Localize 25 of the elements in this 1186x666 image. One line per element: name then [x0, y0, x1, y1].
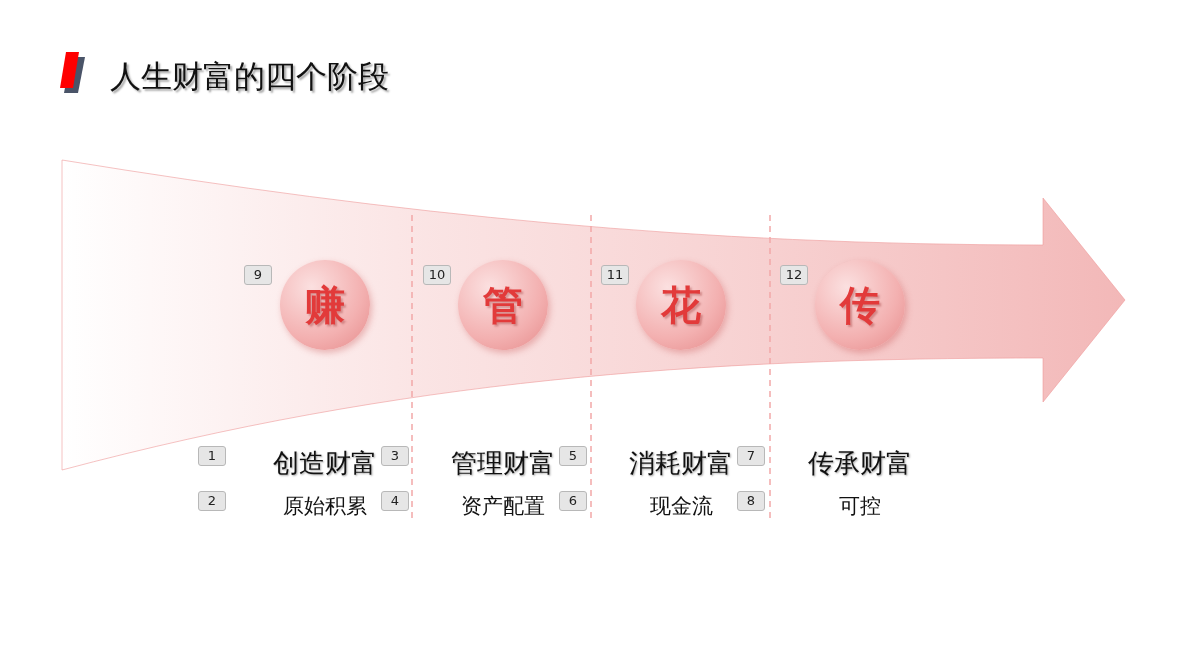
stage-character: 赚: [305, 285, 345, 325]
callout-number: 4: [381, 491, 409, 511]
stage-subtitle: 可控: [839, 493, 881, 520]
callout-number: 12: [780, 265, 808, 285]
callout-number: 7: [737, 446, 765, 466]
callout-number: 2: [198, 491, 226, 511]
title: 人生财富的四个阶段: [110, 57, 389, 96]
stage-subtitle: 原始积累: [283, 493, 367, 520]
stage-heading: 管理财富: [451, 447, 555, 480]
stage-character: 花: [661, 285, 701, 325]
stage-heading: 传承财富: [808, 447, 912, 480]
stage-heading: 消耗财富: [629, 447, 733, 480]
callout-number: 9: [244, 265, 272, 285]
callout-number: 8: [737, 491, 765, 511]
callout-number: 6: [559, 491, 587, 511]
stage-character: 管: [483, 285, 523, 325]
stage-subtitle: 资产配置: [461, 493, 545, 520]
stage-subtitle: 现金流: [649, 493, 713, 520]
callout-number: 10: [423, 265, 451, 285]
callout-number: 3: [381, 446, 409, 466]
stage-heading: 创造财富: [273, 447, 377, 480]
stage-character: 传: [840, 285, 880, 325]
callout-number: 5: [559, 446, 587, 466]
callout-number: 1: [198, 446, 226, 466]
callout-number: 11: [601, 265, 629, 285]
